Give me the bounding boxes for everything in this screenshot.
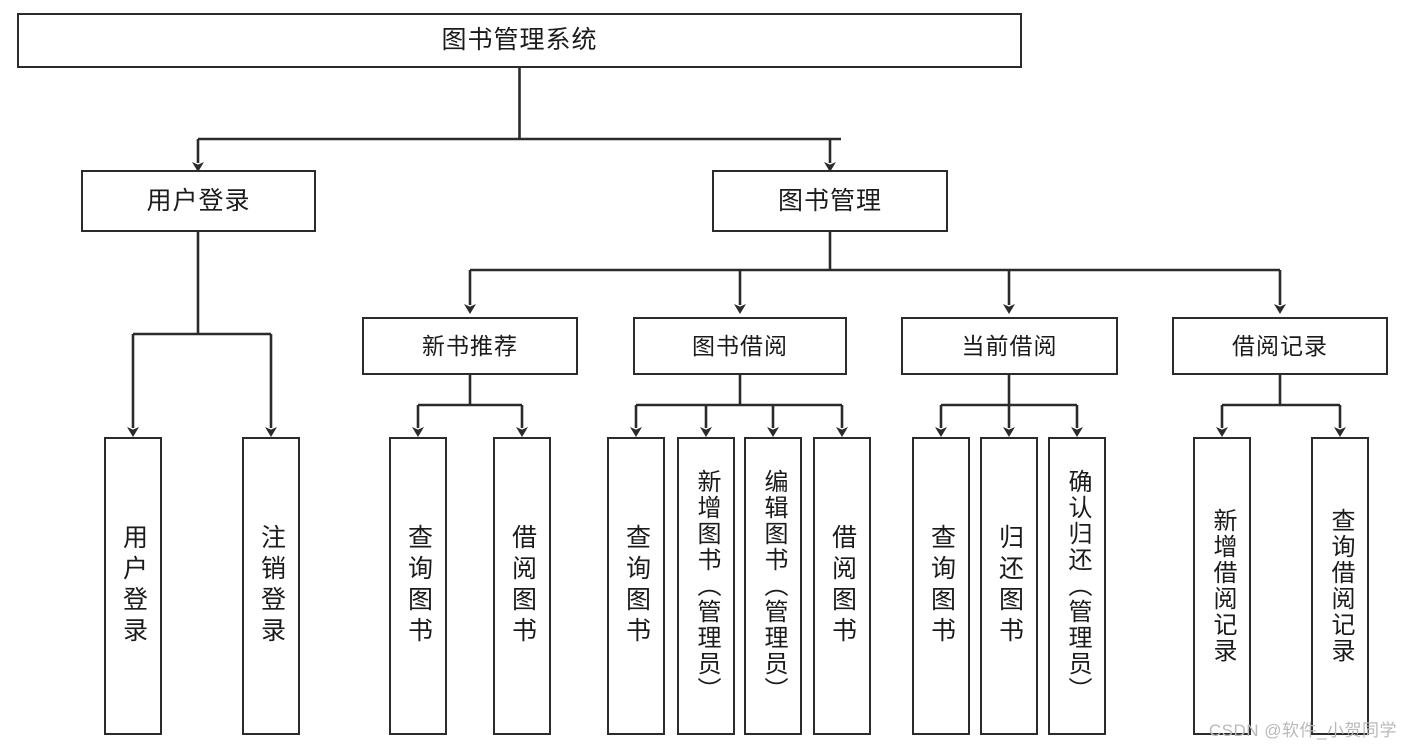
node-current-borrow[interactable]: 当前借阅 (901, 317, 1118, 375)
leaf-user-logout[interactable]: 注销登录 (242, 437, 300, 735)
leaf-query-book-1[interactable]: 查询图书 (389, 437, 447, 735)
watermark: CSDN @软件_小贺同学 (1208, 721, 1397, 740)
leaf-query-book-2[interactable]: 查询图书 (607, 437, 665, 735)
node-user-login[interactable]: 用户登录 (81, 170, 316, 232)
node-root[interactable]: 图书管理系统 (17, 13, 1022, 68)
leaf-edit-book[interactable]: 编辑图书（管理员） (744, 437, 802, 735)
leaf-query-book-1-label: 查询图书 (404, 524, 433, 648)
leaf-query-record[interactable]: 查询借阅记录 (1311, 437, 1369, 735)
leaf-borrow-book-1-label: 借阅图书 (508, 524, 537, 648)
node-root-label: 图书管理系统 (441, 26, 598, 54)
leaf-borrow-book-2[interactable]: 借阅图书 (813, 437, 871, 735)
node-book-manage[interactable]: 图书管理 (712, 170, 948, 232)
leaf-query-record-label: 查询借阅记录 (1327, 508, 1354, 664)
leaf-borrow-book-1[interactable]: 借阅图书 (493, 437, 551, 735)
leaf-user-login-label: 用户登录 (119, 524, 148, 648)
node-current-borrow-label: 当前借阅 (961, 332, 1058, 359)
leaf-add-record-label: 新增借阅记录 (1209, 508, 1236, 664)
leaf-borrow-book-2-label: 借阅图书 (828, 524, 857, 648)
node-new-book-recommend-label: 新书推荐 (422, 332, 518, 359)
leaf-query-book-2-label: 查询图书 (622, 524, 651, 648)
node-book-borrow-label: 图书借阅 (692, 332, 788, 359)
leaf-edit-book-label: 编辑图书（管理员） (760, 469, 787, 703)
leaf-add-book[interactable]: 新增图书（管理员） (677, 437, 735, 735)
node-book-manage-label: 图书管理 (777, 186, 882, 215)
leaf-user-login[interactable]: 用户登录 (104, 437, 162, 735)
node-borrow-record[interactable]: 借阅记录 (1172, 317, 1388, 375)
leaf-user-logout-label: 注销登录 (257, 524, 286, 648)
node-user-login-label: 用户登录 (146, 186, 251, 215)
node-borrow-record-label: 借阅记录 (1232, 332, 1328, 359)
node-new-book-recommend[interactable]: 新书推荐 (362, 317, 578, 375)
leaf-query-book-3[interactable]: 查询图书 (912, 437, 970, 735)
leaf-confirm-return[interactable]: 确认归还（管理员） (1048, 437, 1106, 735)
leaf-add-book-label: 新增图书（管理员） (693, 469, 720, 703)
leaf-return-book[interactable]: 归还图书 (980, 437, 1038, 735)
node-book-borrow[interactable]: 图书借阅 (633, 317, 847, 375)
leaf-query-book-3-label: 查询图书 (927, 524, 956, 648)
leaf-return-book-label: 归还图书 (995, 524, 1024, 648)
leaf-confirm-return-label: 确认归还（管理员） (1064, 469, 1091, 703)
leaf-add-record[interactable]: 新增借阅记录 (1193, 437, 1251, 735)
